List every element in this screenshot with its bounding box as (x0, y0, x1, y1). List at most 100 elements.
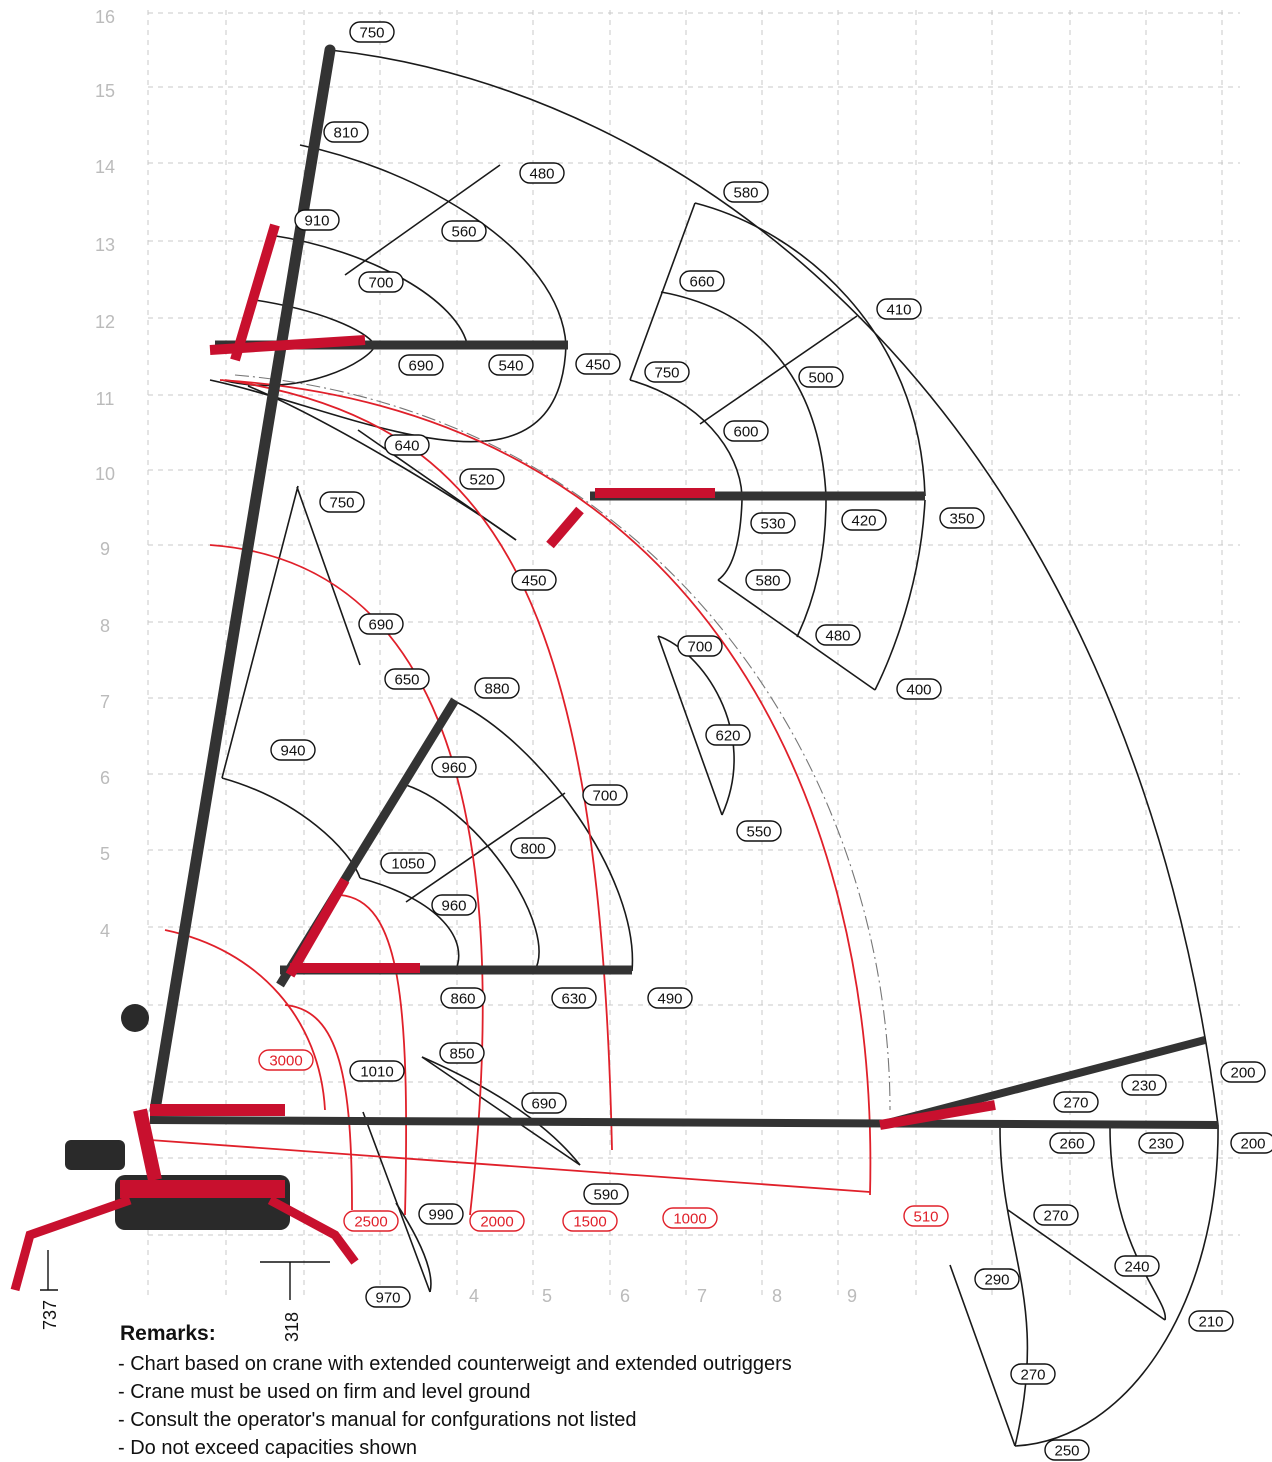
svg-text:510: 510 (913, 1209, 938, 1226)
capacity-label: 270 (1033, 1204, 1079, 1226)
svg-text:580: 580 (755, 573, 780, 590)
svg-text:630: 630 (561, 991, 586, 1008)
limit-2000 (339, 894, 408, 1216)
capacity-label: 290 (974, 1268, 1020, 1290)
svg-text:940: 940 (280, 743, 305, 760)
capacity-label: 940 (270, 739, 316, 761)
height-tick-label: 12 (95, 312, 115, 332)
height-tick-label: 4 (100, 921, 110, 941)
capacity-label: 420 (841, 509, 887, 531)
svg-text:480: 480 (529, 166, 554, 183)
height-tick-label: 16 (95, 7, 115, 27)
svg-text:270: 270 (1063, 1095, 1088, 1112)
limit-2500 (284, 1004, 353, 1211)
jib-red-ground (879, 1100, 996, 1130)
svg-text:230: 230 (1148, 1136, 1173, 1153)
svg-text:960: 960 (441, 898, 466, 915)
svg-text:540: 540 (498, 358, 523, 375)
boom-ground (149, 1116, 1219, 1129)
svg-text:260: 260 (1059, 1136, 1084, 1153)
capacity-label: 350 (939, 507, 985, 529)
capacity-label: 580 (723, 181, 769, 203)
radius-tick-label: 7 (697, 1286, 707, 1306)
height-tick-label: 14 (95, 157, 115, 177)
capacity-label: 700 (582, 784, 628, 806)
capacity-label: 970 (365, 1286, 411, 1308)
height-tick-label: 6 (100, 768, 110, 788)
capacity-label: 750 (349, 21, 395, 43)
svg-text:750: 750 (654, 365, 679, 382)
remarks-title: Remarks: (120, 1322, 216, 1345)
capacity-label: 650 (384, 668, 430, 690)
capacity-label: 960 (431, 756, 477, 778)
capacity-label: 750 (319, 491, 365, 513)
capacity-label: 880 (474, 677, 520, 699)
capacity-label: 690 (358, 613, 404, 635)
boom-configurations (149, 44, 1219, 1130)
capacity-label: 250 (1044, 1439, 1090, 1461)
radius-tick-label: 6 (620, 1286, 630, 1306)
capacity-label: 600 (723, 420, 769, 442)
svg-text:2000: 2000 (480, 1214, 513, 1231)
svg-text:490: 490 (657, 991, 682, 1008)
svg-text:2500: 2500 (354, 1214, 387, 1231)
capacity-label: 480 (815, 624, 861, 646)
svg-text:660: 660 (689, 274, 714, 291)
jib-red-inclined (285, 877, 350, 978)
capacity-label: 270 (1053, 1091, 1099, 1113)
remarks-list: Chart based on crane with extended count… (118, 1350, 938, 1462)
capacity-label: 960 (431, 894, 477, 916)
capacity-label: 850 (439, 1042, 485, 1064)
svg-text:500: 500 (808, 370, 833, 387)
capacity-label: 210 (1188, 1310, 1234, 1332)
svg-text:290: 290 (984, 1272, 1009, 1289)
capacity-label: 240 (1114, 1255, 1160, 1277)
svg-text:970: 970 (375, 1290, 400, 1307)
svg-text:250: 250 (1054, 1443, 1079, 1460)
svg-text:350: 350 (949, 511, 974, 528)
limit-label: 2000 (469, 1210, 525, 1232)
capacity-label: 230 (1121, 1074, 1167, 1096)
svg-text:960: 960 (441, 760, 466, 777)
svg-text:810: 810 (333, 125, 358, 142)
load-curves (209, 49, 1219, 1447)
capacity-label: 450 (575, 353, 621, 375)
svg-text:200: 200 (1230, 1065, 1255, 1082)
remark-item: Crane must be used on firm and level gro… (118, 1378, 938, 1406)
svg-text:700: 700 (592, 788, 617, 805)
capacity-label: 200 (1230, 1132, 1272, 1154)
capacity-label: 590 (583, 1183, 629, 1205)
reference-arc (234, 374, 891, 1111)
knuckle-mid (546, 506, 584, 549)
svg-text:550: 550 (746, 824, 771, 841)
capacity-label: 630 (551, 987, 597, 1009)
capacity-label: 410 (876, 298, 922, 320)
svg-text:400: 400 (906, 682, 931, 699)
svg-text:690: 690 (408, 358, 433, 375)
capacity-label: 530 (750, 512, 796, 534)
capacity-label: 750 (644, 361, 690, 383)
radius-tick-label: 4 (469, 1286, 479, 1306)
limit-label: 1500 (562, 1210, 618, 1232)
height-tick-label: 13 (95, 235, 115, 255)
svg-text:530: 530 (760, 516, 785, 533)
capacity-label: 560 (441, 220, 487, 242)
remarks-block: Remarks: Chart based on crane with exten… (118, 1322, 938, 1462)
svg-text:750: 750 (359, 25, 384, 42)
capacity-label: 500 (798, 366, 844, 388)
height-tick-label: 5 (100, 844, 110, 864)
ground-limit-line (149, 1139, 871, 1193)
capacity-label: 990 (418, 1203, 464, 1225)
capacity-label: 860 (440, 987, 486, 1009)
svg-text:3000: 3000 (269, 1053, 302, 1070)
crane-base (10, 1004, 359, 1292)
capacity-label: 620 (705, 724, 751, 746)
capacity-label: 660 (679, 270, 725, 292)
svg-text:270: 270 (1020, 1367, 1045, 1384)
svg-text:700: 700 (368, 275, 393, 292)
capacity-label: 700 (677, 635, 723, 657)
svg-text:1500: 1500 (573, 1214, 606, 1231)
